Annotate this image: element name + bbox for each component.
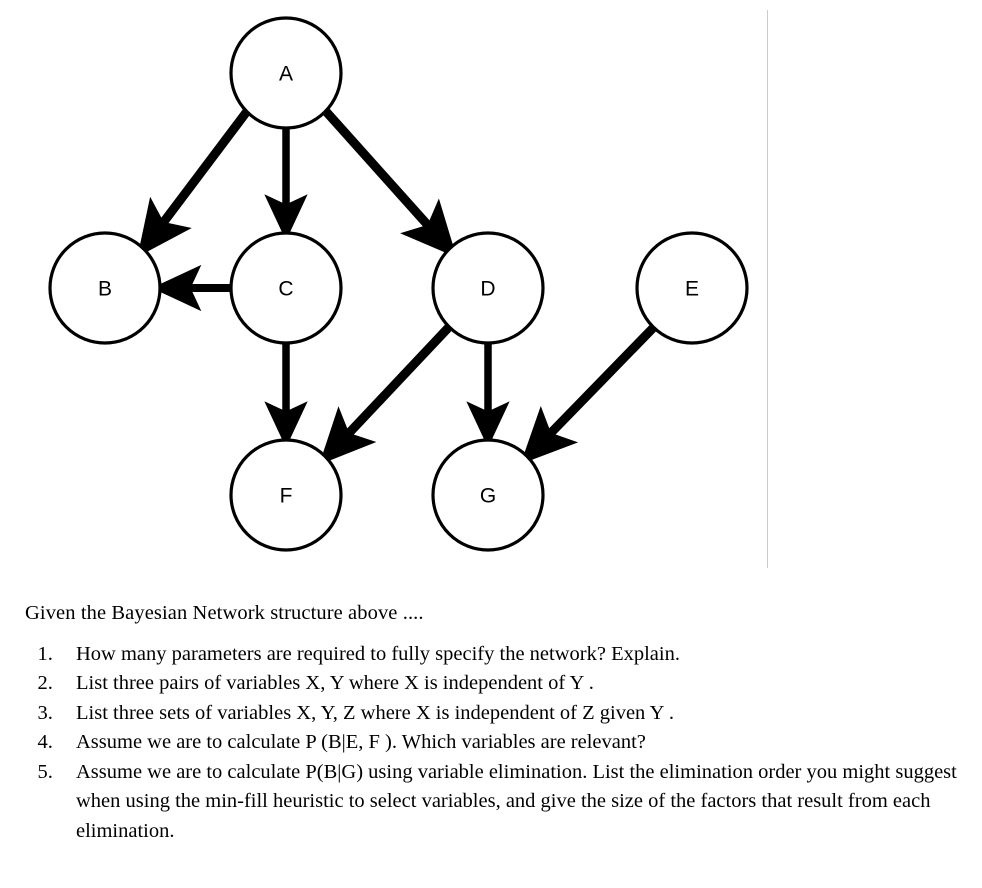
question-text-3: List three sets of variables X, Y, Z whe… <box>76 701 674 724</box>
node-b-label: B <box>98 278 112 301</box>
nodes-group: A B C D E <box>48 16 749 552</box>
intro-paragraph: Given the Bayesian Network structure abo… <box>25 602 424 624</box>
node-c[interactable]: C <box>229 231 343 345</box>
list-item: List three sets of variables X, Y, Z whe… <box>58 699 982 729</box>
edge-a-to-d <box>322 108 457 258</box>
node-g-label: G <box>480 485 496 508</box>
question-text-1: How many parameters are required to full… <box>76 642 680 665</box>
list-item: List three pairs of variables X, Y where… <box>58 669 982 699</box>
question-text-2: List three pairs of variables X, Y where… <box>76 672 594 695</box>
network-diagram-svg: A B C D E <box>48 10 768 568</box>
node-g[interactable]: G <box>431 438 545 552</box>
list-item: Assume we are to calculate P(B|G) using … <box>58 758 982 847</box>
node-a-label: A <box>279 63 293 86</box>
node-d-label: D <box>480 278 495 301</box>
edge-d-to-f <box>319 323 453 465</box>
node-e-circle[interactable] <box>635 231 749 345</box>
node-g-circle[interactable] <box>431 438 545 552</box>
node-a-circle[interactable] <box>229 16 343 130</box>
node-e-label: E <box>685 278 699 301</box>
question-text-4: Assume we are to calculate P (B|E, F ). … <box>76 731 646 754</box>
node-b[interactable]: B <box>48 231 162 345</box>
prose-section: Given the Bayesian Network structure abo… <box>0 580 982 846</box>
node-c-circle[interactable] <box>229 231 343 345</box>
node-f[interactable]: F <box>229 438 343 552</box>
question-list: How many parameters are required to full… <box>0 640 982 847</box>
node-d-circle[interactable] <box>431 231 545 345</box>
edges-group <box>137 108 657 465</box>
node-a[interactable]: A <box>229 16 343 130</box>
list-item: How many parameters are required to full… <box>58 640 982 670</box>
question-text-5: Assume we are to calculate P(B|G) using … <box>76 760 957 842</box>
node-b-circle[interactable] <box>48 231 162 345</box>
node-f-circle[interactable] <box>229 438 343 552</box>
edge-e-to-g <box>520 324 657 465</box>
node-e[interactable]: E <box>635 231 749 345</box>
node-c-label: C <box>278 278 293 301</box>
bayesian-network-figure: A B C D E <box>48 10 768 568</box>
list-item: Assume we are to calculate P (B|E, F ). … <box>58 728 982 758</box>
edge-a-to-b <box>137 108 251 257</box>
node-f-label: F <box>280 485 293 508</box>
node-d[interactable]: D <box>431 231 545 345</box>
